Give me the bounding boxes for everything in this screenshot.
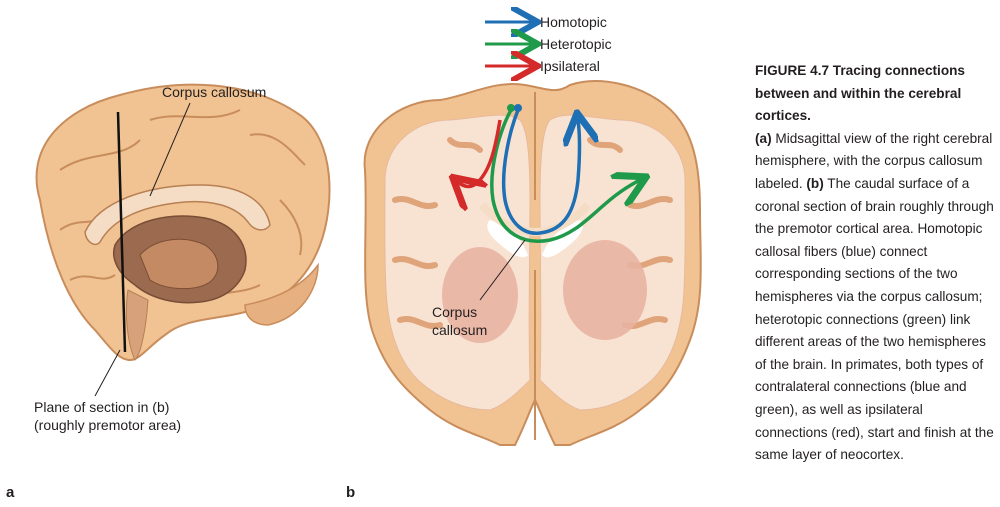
midsagittal-brain xyxy=(35,83,331,362)
coronal-section xyxy=(363,80,702,446)
panel-letter-a: a xyxy=(6,484,15,501)
caption-part-a-text: Midsagittal view of the right cerebral h… xyxy=(755,130,993,191)
corpus-callosum-b-leader xyxy=(479,239,526,301)
plane-of-section-label-1: Plane of section in (b) xyxy=(34,399,170,415)
ipsilateral-fiber xyxy=(458,119,502,187)
corpus-callosum-label-a: Corpus callosum xyxy=(162,84,267,100)
caption-part-b-text: The caudal surface of a coronal section … xyxy=(755,175,994,463)
caption-part-b-marker: (b) xyxy=(806,175,824,191)
legend-label-ipsilateral: Ipsilateral xyxy=(540,58,600,74)
plane-leader-line xyxy=(94,349,121,397)
legend-label-heterotopic: Heterotopic xyxy=(540,36,612,52)
panel-letter-b: b xyxy=(346,484,356,501)
plane-of-section-line xyxy=(116,111,127,353)
plane-of-section-label-2: (roughly premotor area) xyxy=(34,417,182,433)
heterotopic-fiber xyxy=(490,109,640,243)
homotopic-fiber xyxy=(501,110,580,235)
caption-part-a-marker: (a) xyxy=(755,130,772,146)
figure-caption: FIGURE 4.7 Tracing connections between a… xyxy=(755,60,995,467)
legend-label-homotopic: Homotopic xyxy=(540,14,607,30)
corpus-callosum-a-leader xyxy=(149,102,191,197)
fiber-origin-green xyxy=(507,104,515,112)
caption-title: FIGURE 4.7 Tracing connections between a… xyxy=(755,63,965,124)
corpus-callosum-label-b-2: callosum xyxy=(432,322,488,338)
corpus-callosum-label-b-1: Corpus xyxy=(432,304,478,320)
fiber-origin-blue xyxy=(514,104,522,112)
